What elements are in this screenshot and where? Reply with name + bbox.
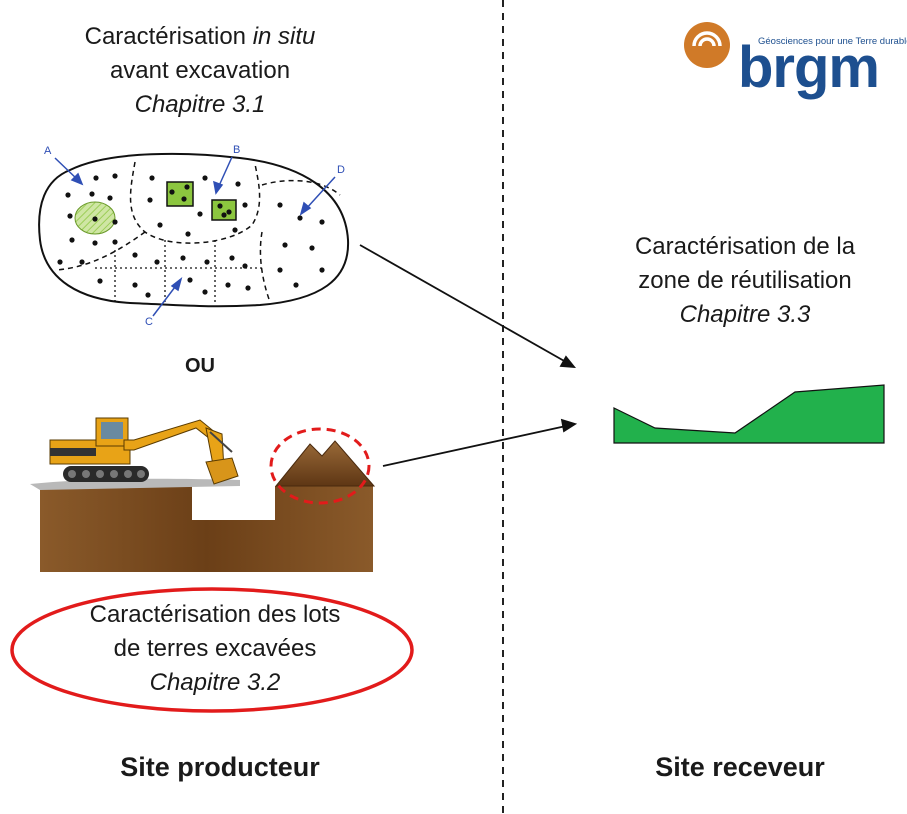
site-producer-label: Site producteur (120, 752, 320, 782)
logo-wordmark: brgm (738, 35, 880, 100)
site-receiver-label: Site receveur (655, 752, 825, 782)
brgm-logo-icon (684, 22, 730, 68)
marker-label-a: A (44, 145, 52, 157)
flow-arrows (359, 244, 578, 467)
lots-highlight-ellipse (10, 587, 414, 713)
soil-pile-icon (274, 440, 376, 487)
insitu-line1-prefix: Caractérisation (84, 23, 253, 50)
insitu-line1-italic: in situ (252, 23, 316, 50)
insitu-line2: avant excavation (109, 57, 291, 84)
marker-label-c: C (145, 316, 153, 328)
reuse-title: Caractérisation de la zone de réutilisat… (590, 230, 900, 332)
reuse-zone-shape (613, 384, 885, 444)
reuse-line2: zone de réutilisation (638, 267, 852, 294)
or-label: OU (185, 355, 215, 377)
reuse-chapter: Chapitre 3.3 (679, 301, 811, 328)
soil-block (30, 478, 373, 572)
lots-title: Caractérisation des lots de terres excav… (30, 598, 400, 700)
insitu-title: Caractérisation in situ avant excavation… (20, 20, 380, 122)
reuse-line1: Caractérisation de la (634, 233, 856, 260)
insitu-chapter: Chapitre 3.1 (134, 91, 266, 118)
pile-highlight-ellipse (269, 427, 371, 505)
excavator-icon (49, 417, 239, 485)
lots-line2: de terres excavées (113, 635, 317, 662)
lots-chapter: Chapitre 3.2 (149, 669, 281, 696)
lots-line1: Caractérisation des lots (89, 601, 341, 628)
site-map (38, 152, 350, 317)
logo-tagline: Géosciences pour une Terre durable (758, 36, 907, 47)
marker-label-b: B (233, 144, 241, 156)
marker-label-d: D (337, 164, 345, 176)
